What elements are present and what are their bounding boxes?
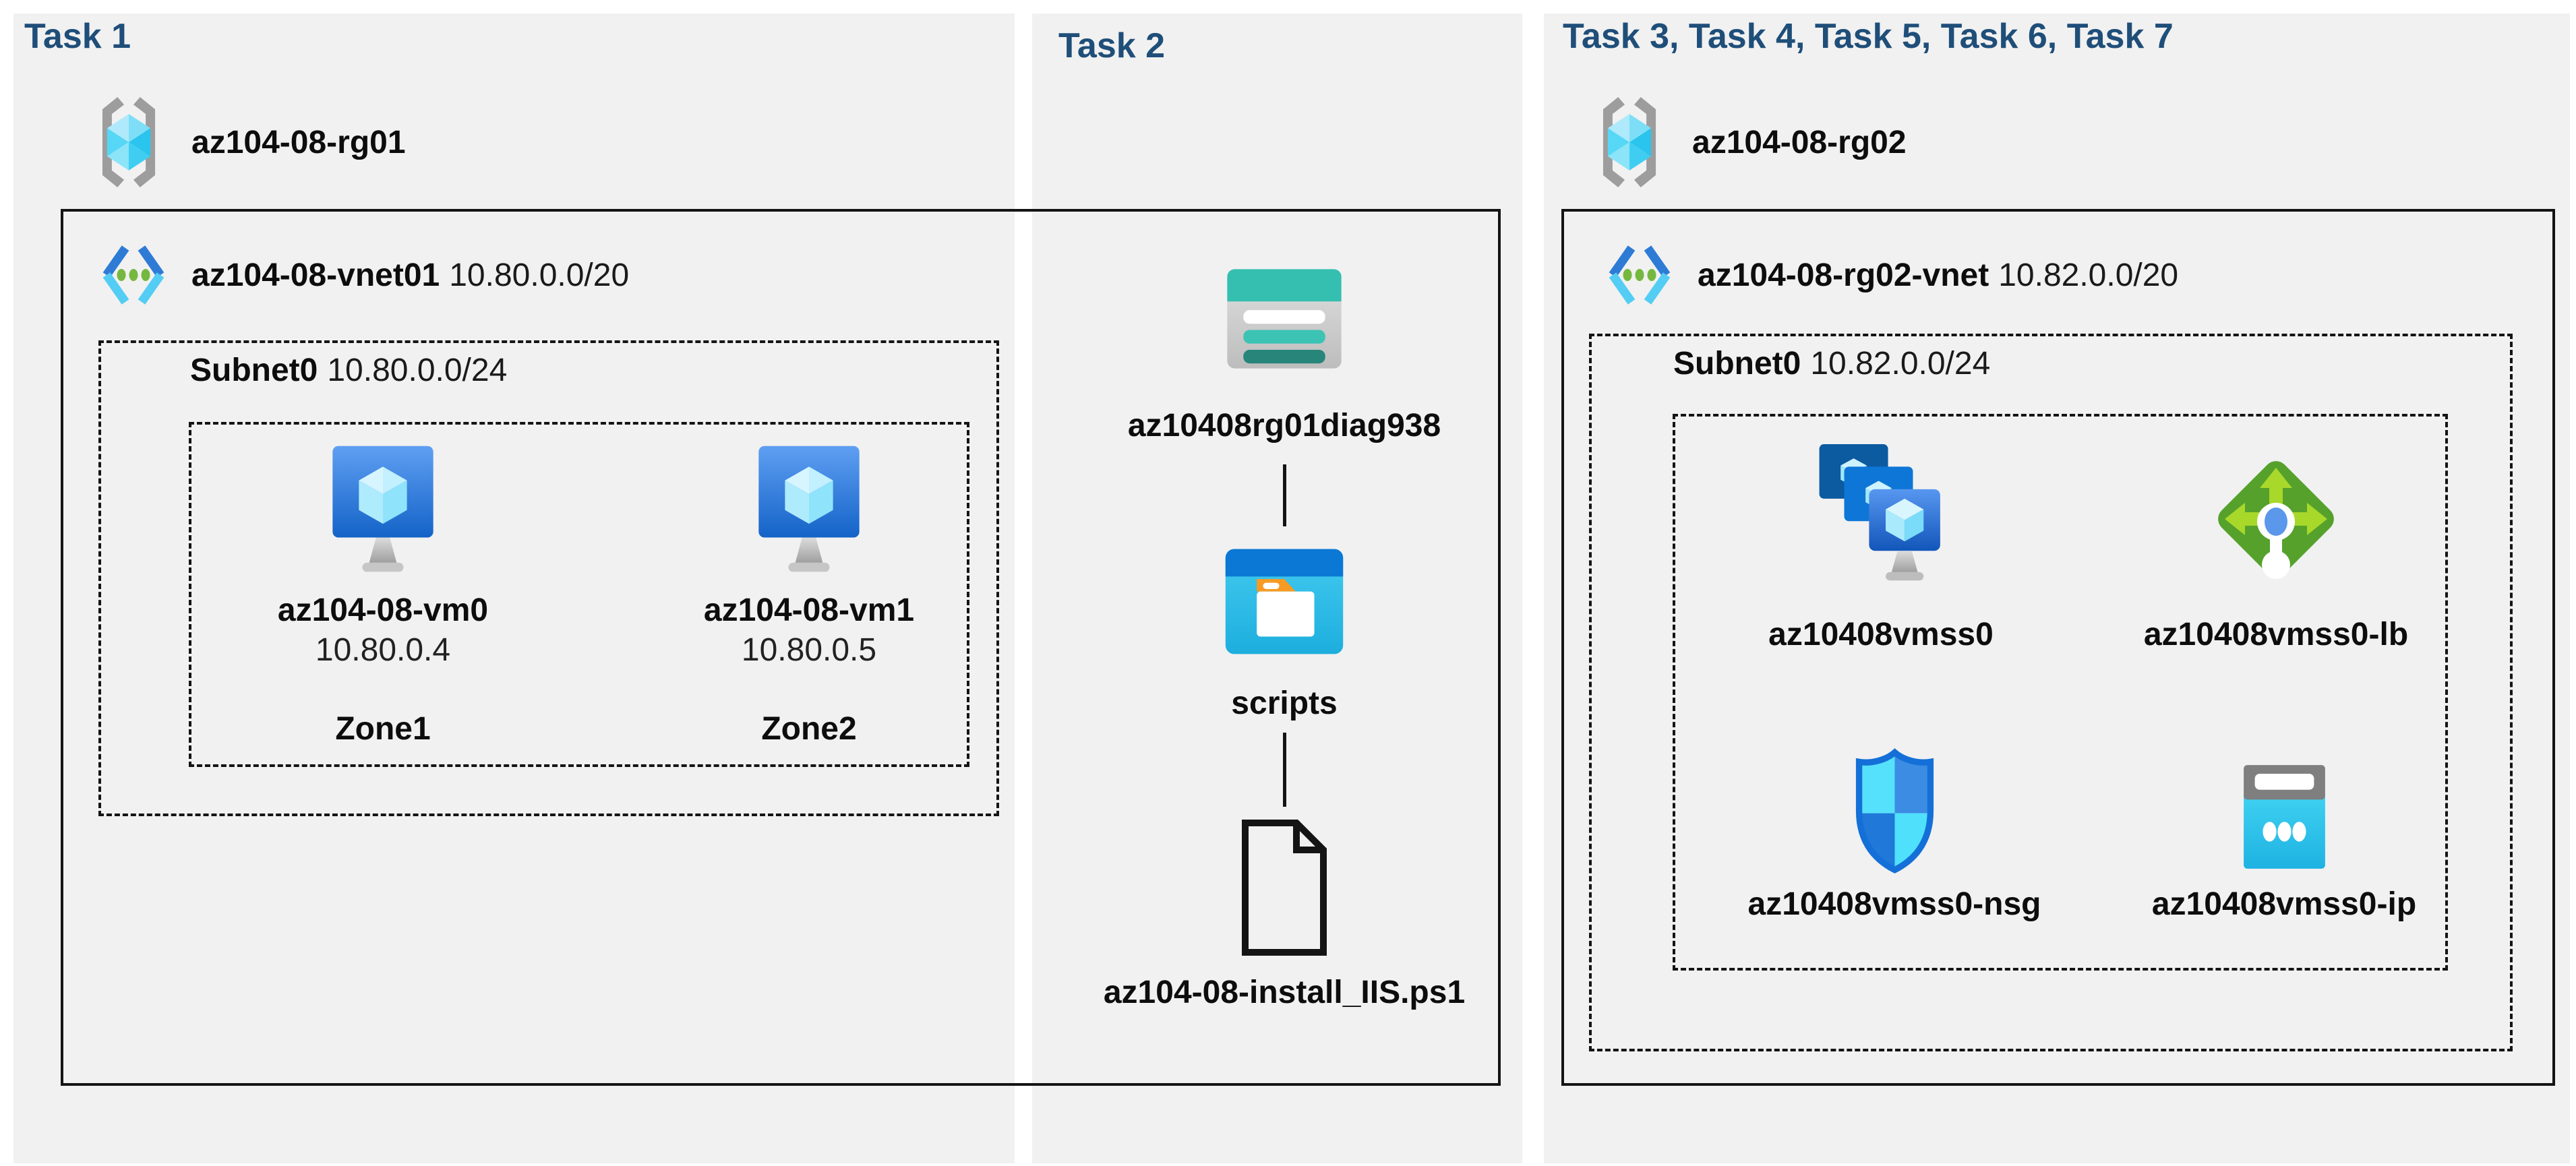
vm0-name: az104-08-vm0	[277, 592, 489, 628]
vm-scale-set-icon	[1814, 439, 1948, 586]
task2-title: Task 2	[1058, 26, 1166, 65]
script-file-name: az104-08-install_IIS.ps1	[1103, 975, 1466, 1011]
vnet2-box	[1561, 209, 2555, 1086]
resource-group-1-name: az104-08-rg01	[191, 124, 406, 160]
vnet1-name: az104-08-vnet01	[191, 257, 440, 293]
vm0-ip: 10.80.0.4	[315, 632, 451, 669]
storage-account-name: az10408rg01diag938	[1127, 408, 1441, 443]
task1-panel	[13, 13, 1015, 1163]
subnet1-name: Subnet0	[190, 352, 318, 388]
storage-account-icon	[1222, 264, 1346, 373]
public-ip-group: az10408vmss0-ip	[2116, 741, 2453, 923]
subnet1-box	[98, 340, 999, 816]
load-balancer-group: az10408vmss0-lb	[2107, 439, 2445, 653]
vnet2-name: az104-08-rg02-vnet	[1698, 257, 1989, 293]
vm1-zone: Zone2	[761, 711, 857, 747]
vnet1-cidr: 10.80.0.0/20	[449, 257, 630, 293]
virtual-network-icon	[98, 240, 169, 310]
connector-storage-scripts	[1282, 464, 1286, 527]
folder-container-icon	[1222, 545, 1347, 658]
nsg-name: az10408vmss0-nsg	[1747, 886, 2041, 922]
load-balancer-icon	[2209, 439, 2343, 586]
lb-name: az10408vmss0-lb	[2143, 617, 2409, 652]
task3-title: Task 3, Task 4, Task 5, Task 6, Task 7	[1563, 17, 2174, 56]
nsg-group: az10408vmss0-nsg	[1726, 741, 2063, 923]
virtual-machine-icon	[752, 441, 866, 581]
subnet2-cidr: 10.82.0.0/24	[1810, 346, 1991, 381]
vmss-group: az10408vmss0	[1712, 439, 2049, 653]
subnet1-cidr: 10.80.0.0/24	[327, 352, 508, 388]
vnet2-cidr: 10.82.0.0/20	[1998, 257, 2179, 293]
vm1-group: az104-08-vm1 10.80.0.5 Zone2	[694, 441, 924, 747]
resource-group-icon	[93, 93, 164, 191]
connector-scripts-file	[1282, 733, 1286, 807]
resource-group-2: az104-08-rg02	[1594, 93, 1907, 191]
task1-title: Task 1	[24, 17, 131, 56]
scripts-container-name: scripts	[1231, 685, 1338, 722]
vmss-name: az10408vmss0	[1768, 617, 1994, 652]
virtual-machine-icon	[326, 441, 440, 581]
public-ip-name: az10408vmss0-ip	[2151, 886, 2417, 922]
task3-panel	[1544, 13, 2570, 1163]
vm0-group: az104-08-vm0 10.80.0.4 Zone1	[268, 441, 498, 747]
file-document-icon	[1240, 818, 1329, 958]
resource-group-2-name: az104-08-rg02	[1692, 124, 1907, 160]
resource-group-icon	[1594, 93, 1665, 191]
subnet2-label: Subnet0 10.82.0.0/24	[1673, 345, 1990, 382]
subnet2-name: Subnet0	[1673, 346, 1801, 381]
resource-group-1: az104-08-rg01	[93, 93, 406, 191]
task2-stack: az10408rg01diag938 scripts az104-08-inst…	[1042, 264, 1527, 1012]
public-ip-icon	[2223, 741, 2346, 876]
subnet2-box	[1589, 334, 2513, 1051]
vmss-group-box	[1673, 414, 2448, 971]
vm1-name: az104-08-vm1	[703, 592, 915, 628]
nsg-shield-icon	[1846, 741, 1944, 876]
vm0-zone: Zone1	[335, 711, 431, 747]
virtual-network-icon	[1605, 240, 1675, 310]
vnet1-box	[61, 209, 1501, 1086]
vm-group-box	[189, 422, 969, 767]
vm1-ip: 10.80.0.5	[741, 632, 877, 669]
